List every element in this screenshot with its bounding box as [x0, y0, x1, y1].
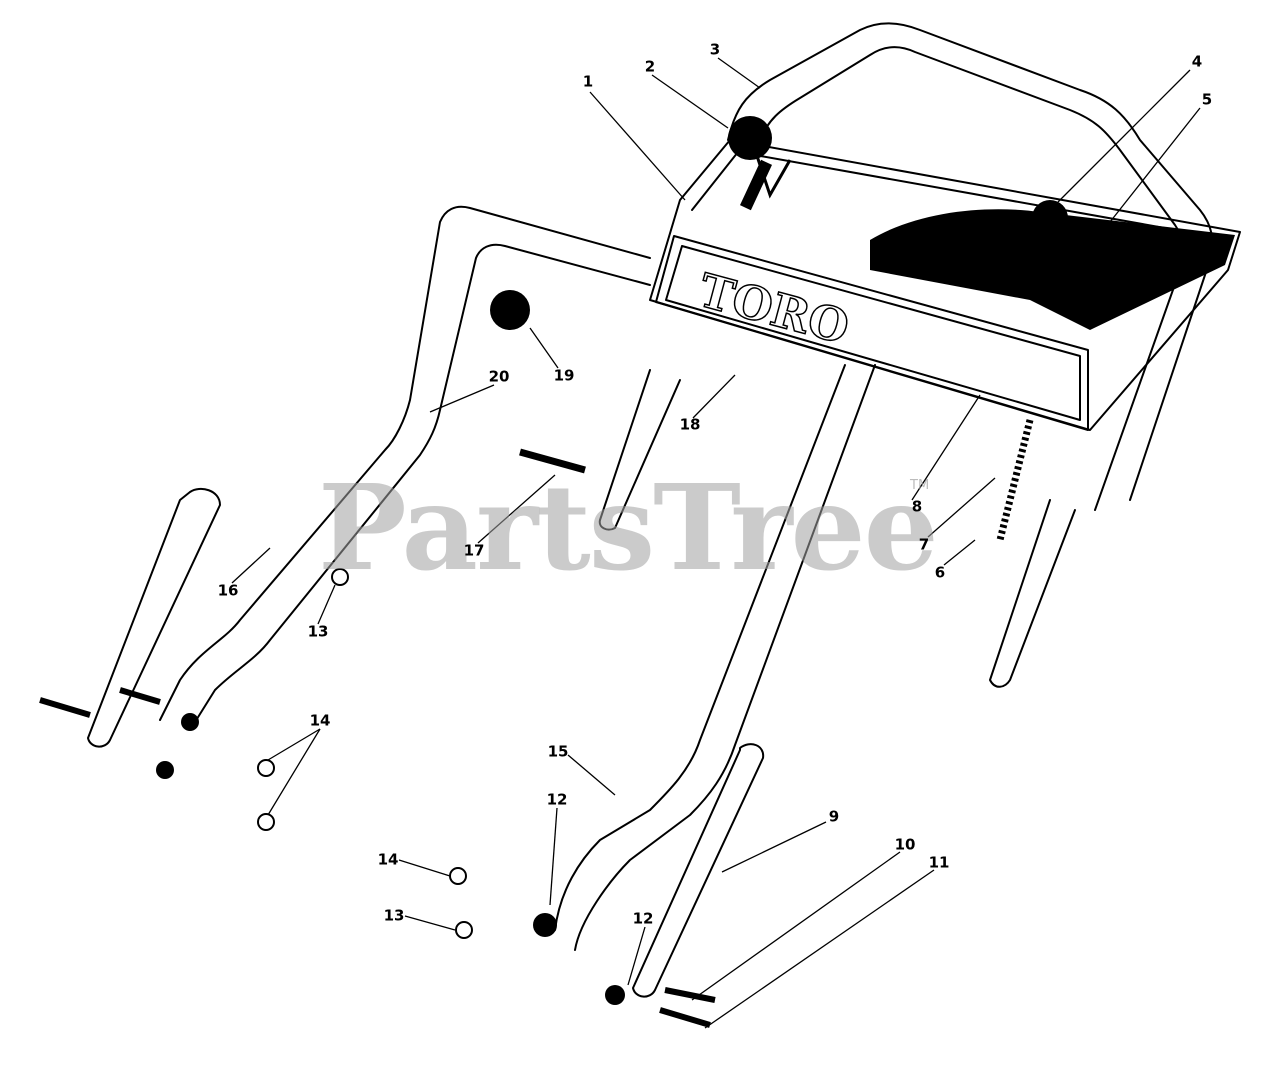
callout-12-second[interactable]: 12 — [632, 909, 654, 928]
callout-1[interactable]: 1 — [582, 72, 594, 91]
callout-3[interactable]: 3 — [709, 40, 721, 59]
callout-2[interactable]: 2 — [644, 57, 656, 76]
knob-19 — [490, 290, 530, 330]
callout-5[interactable]: 5 — [1201, 90, 1213, 109]
shift-plate — [870, 209, 1235, 330]
callout-15[interactable]: 15 — [547, 742, 569, 761]
callout-19[interactable]: 19 — [553, 366, 575, 385]
callout-6[interactable]: 6 — [934, 563, 946, 582]
callout-9[interactable]: 9 — [828, 807, 840, 826]
callout-20[interactable]: 20 — [488, 367, 510, 386]
knob-2 — [728, 116, 772, 160]
watermark-trademark: TM — [910, 478, 930, 493]
callout-14-second[interactable]: 14 — [377, 850, 399, 869]
lower-handle — [554, 364, 846, 931]
callout-13-second[interactable]: 13 — [383, 906, 405, 925]
callout-4[interactable]: 4 — [1191, 52, 1203, 71]
upper-handle-loop — [727, 22, 1214, 501]
callout-12[interactable]: 12 — [546, 790, 568, 809]
callout-10[interactable]: 10 — [894, 835, 916, 854]
callout-16[interactable]: 16 — [217, 581, 239, 600]
callout-18[interactable]: 18 — [679, 415, 701, 434]
right-bracket — [632, 743, 765, 998]
left-bracket — [87, 487, 221, 748]
toro-decal: TORO — [693, 263, 854, 355]
callout-17[interactable]: 17 — [463, 541, 485, 560]
callout-8[interactable]: 8 — [911, 497, 923, 516]
callout-14[interactable]: 14 — [309, 711, 331, 730]
tube — [598, 369, 681, 531]
callout-11[interactable]: 11 — [928, 853, 950, 872]
callout-7[interactable]: 7 — [918, 535, 930, 554]
callout-13[interactable]: 13 — [307, 622, 329, 641]
watermark: PartsTree — [318, 458, 939, 597]
left-upper-handle — [159, 205, 651, 721]
